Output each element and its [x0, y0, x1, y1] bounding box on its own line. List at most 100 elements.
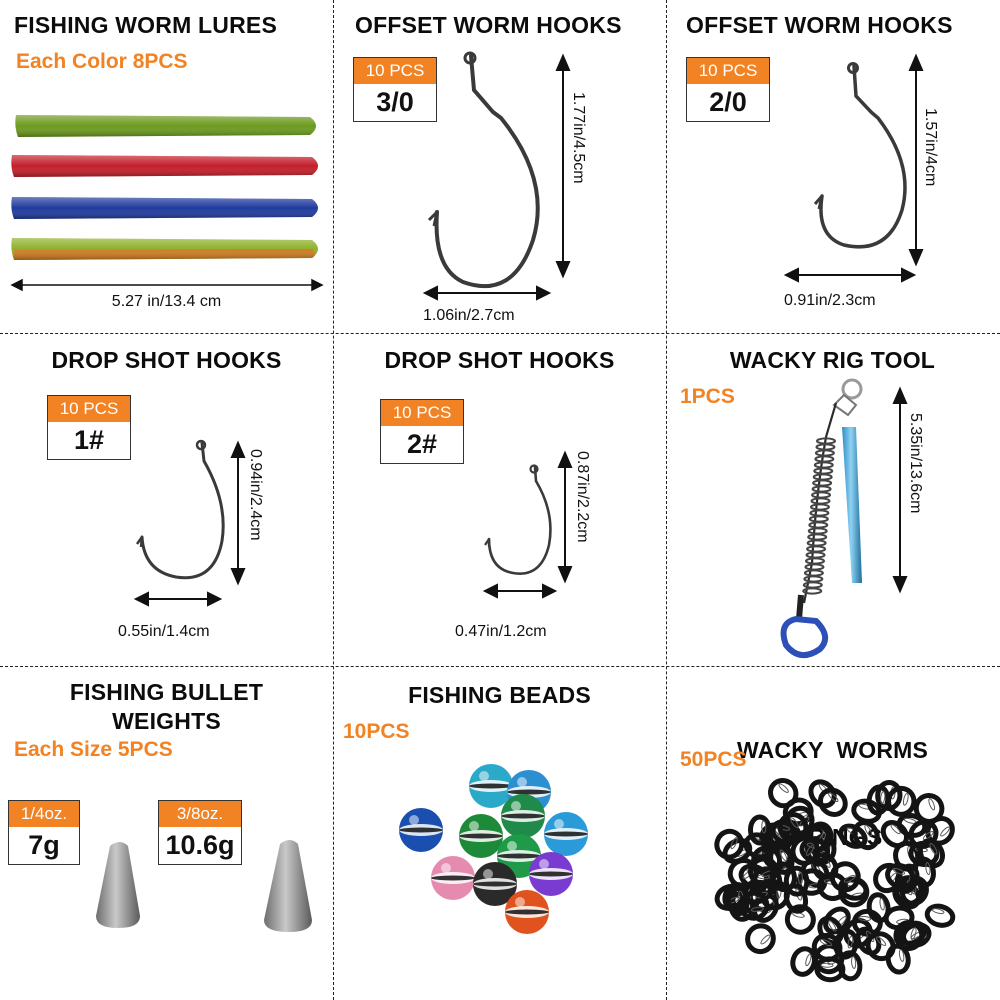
o-ring	[818, 787, 848, 817]
o-ring	[790, 835, 820, 866]
bead	[473, 862, 517, 906]
o-ring	[880, 820, 909, 849]
panel-drop-shot-1: DROP SHOT HOOKS 10 PCS 1# 0.94in/2.4cm 0…	[0, 333, 333, 666]
length-arrow	[10, 278, 324, 292]
bead	[469, 764, 513, 808]
weight-badge-2: 3/8oz. 10.6g	[158, 800, 242, 865]
height-label: 0.94in/2.4cm	[247, 449, 264, 541]
panel-worm-lures: FISHING WORM LURES Each Color 8PCS	[0, 0, 333, 333]
size-badge: 10 PCS 2#	[380, 399, 464, 464]
coil-rings	[802, 437, 836, 595]
wacky-rig-tool-image	[780, 378, 908, 658]
offset-hook-image	[422, 51, 571, 301]
o-rings-image	[714, 778, 956, 983]
panel-subtitle: 1PCS	[680, 385, 735, 408]
grid-divider	[333, 0, 334, 1000]
size-badge: 10 PCS 1#	[47, 395, 131, 460]
badge-label: 1/4oz.	[9, 801, 79, 827]
panel-offset-hooks-3-0: OFFSET WORM HOOKS 10 PCS 3/0 1.77in/4.5c…	[333, 0, 666, 333]
width-label: 0.91in/2.3cm	[784, 292, 876, 309]
worm-green-orange	[11, 238, 318, 260]
bead	[431, 856, 475, 900]
height-label: 5.35in/13.6cm	[907, 413, 924, 514]
worm-green	[15, 115, 316, 137]
drop-shot-hook-image	[133, 439, 246, 607]
panel-title: OFFSET WORM HOOKS	[355, 12, 622, 38]
o-ring	[886, 785, 917, 817]
panel-subtitle: 50PCS	[680, 748, 747, 771]
bead	[501, 794, 545, 838]
o-ring	[738, 890, 770, 921]
badge-size: 2#	[406, 429, 438, 459]
grid-divider	[666, 0, 667, 1000]
drop-shot-hook-image	[482, 450, 573, 599]
width-arrow	[482, 583, 558, 599]
panel-title: DROP SHOT HOOKS	[384, 347, 615, 373]
width-label: 0.47in/1.2cm	[455, 623, 547, 640]
panel-title: WACKY RIG TOOL	[729, 347, 936, 373]
o-ring	[829, 861, 861, 893]
width-arrow	[133, 591, 223, 607]
o-ring	[885, 943, 911, 975]
carabiner	[780, 615, 829, 658]
weight-badge-1: 1/4oz. 7g	[8, 800, 80, 865]
panel-drop-shot-2: DROP SHOT HOOKS 10 PCS 2# 0.87in/2.2cm 0…	[333, 333, 666, 666]
o-ring	[913, 793, 945, 824]
panel-fishing-beads: FISHING BEADS 10PCS	[333, 666, 666, 999]
panel-subtitle: Each Size 5PCS	[14, 738, 173, 761]
bullet-weight-10-6g	[264, 840, 312, 932]
o-ring	[833, 928, 859, 960]
grid-divider	[0, 666, 1000, 667]
offset-hook-image	[783, 53, 924, 283]
bead	[459, 814, 503, 858]
worm-lures-image	[10, 115, 324, 292]
worm-blue	[11, 197, 318, 219]
height-label: 0.87in/2.2cm	[574, 451, 591, 543]
panel-bullet-weights: FISHING BULLET WEIGHTS Each Size 5PCS 1/…	[0, 666, 333, 999]
o-ring	[745, 923, 776, 955]
title-line-1: FISHING BULLET	[69, 679, 264, 705]
o-ring	[885, 862, 916, 890]
badge-value: 10.6g	[165, 830, 235, 860]
badge-count: 10 PCS	[687, 58, 769, 84]
badge-count: 10 PCS	[381, 400, 463, 426]
panel-subtitle: Each Color 8PCS	[16, 50, 188, 73]
height-arrow	[555, 53, 571, 279]
bullet-weights-image	[96, 840, 312, 932]
o-ring	[783, 865, 810, 897]
height-arrow	[908, 53, 924, 267]
badge-value: 7g	[28, 830, 60, 860]
bead	[529, 852, 573, 896]
badge-count: 10 PCS	[354, 58, 436, 84]
title-line-2: WEIGHTS	[112, 708, 221, 734]
panel-title: FISHING BULLET WEIGHTS	[0, 678, 333, 736]
o-ring	[790, 946, 817, 977]
panel-title: FISHING WORM LURES	[14, 12, 277, 38]
panel-wacky-rig-tool: WACKY RIG TOOL 1PCS	[666, 333, 999, 666]
length-label: 5.27 in/13.4 cm	[111, 293, 222, 310]
panel-o-rings: WACKY WORMS O-RINGS 50PCS	[666, 666, 999, 999]
o-ring	[747, 814, 772, 846]
height-arrow	[230, 440, 246, 586]
panel-title: FISHING BEADS	[408, 682, 591, 708]
height-label: 1.77in/4.5cm	[570, 92, 587, 184]
badge-count: 10 PCS	[48, 396, 130, 422]
badge-size: 2/0	[709, 87, 747, 117]
o-ring	[852, 819, 880, 851]
panel-title: OFFSET WORM HOOKS	[686, 12, 953, 38]
o-ring	[865, 931, 896, 962]
bead	[544, 812, 588, 856]
worm-red	[11, 155, 318, 177]
o-ring	[893, 919, 925, 951]
o-ring	[714, 828, 745, 860]
panel-subtitle: 10PCS	[343, 720, 410, 743]
o-ring	[768, 778, 799, 809]
bullet-weight-7g	[96, 842, 140, 928]
panel-offset-hooks-2-0: OFFSET WORM HOOKS 10 PCS 2/0 1.57in/4cm …	[666, 0, 999, 333]
beads-image	[399, 764, 588, 934]
title-line-1: WACKY WORMS	[736, 737, 929, 763]
badge-size: 1#	[73, 425, 105, 455]
bead	[505, 890, 549, 934]
panel-title: DROP SHOT HOOKS	[51, 347, 282, 373]
